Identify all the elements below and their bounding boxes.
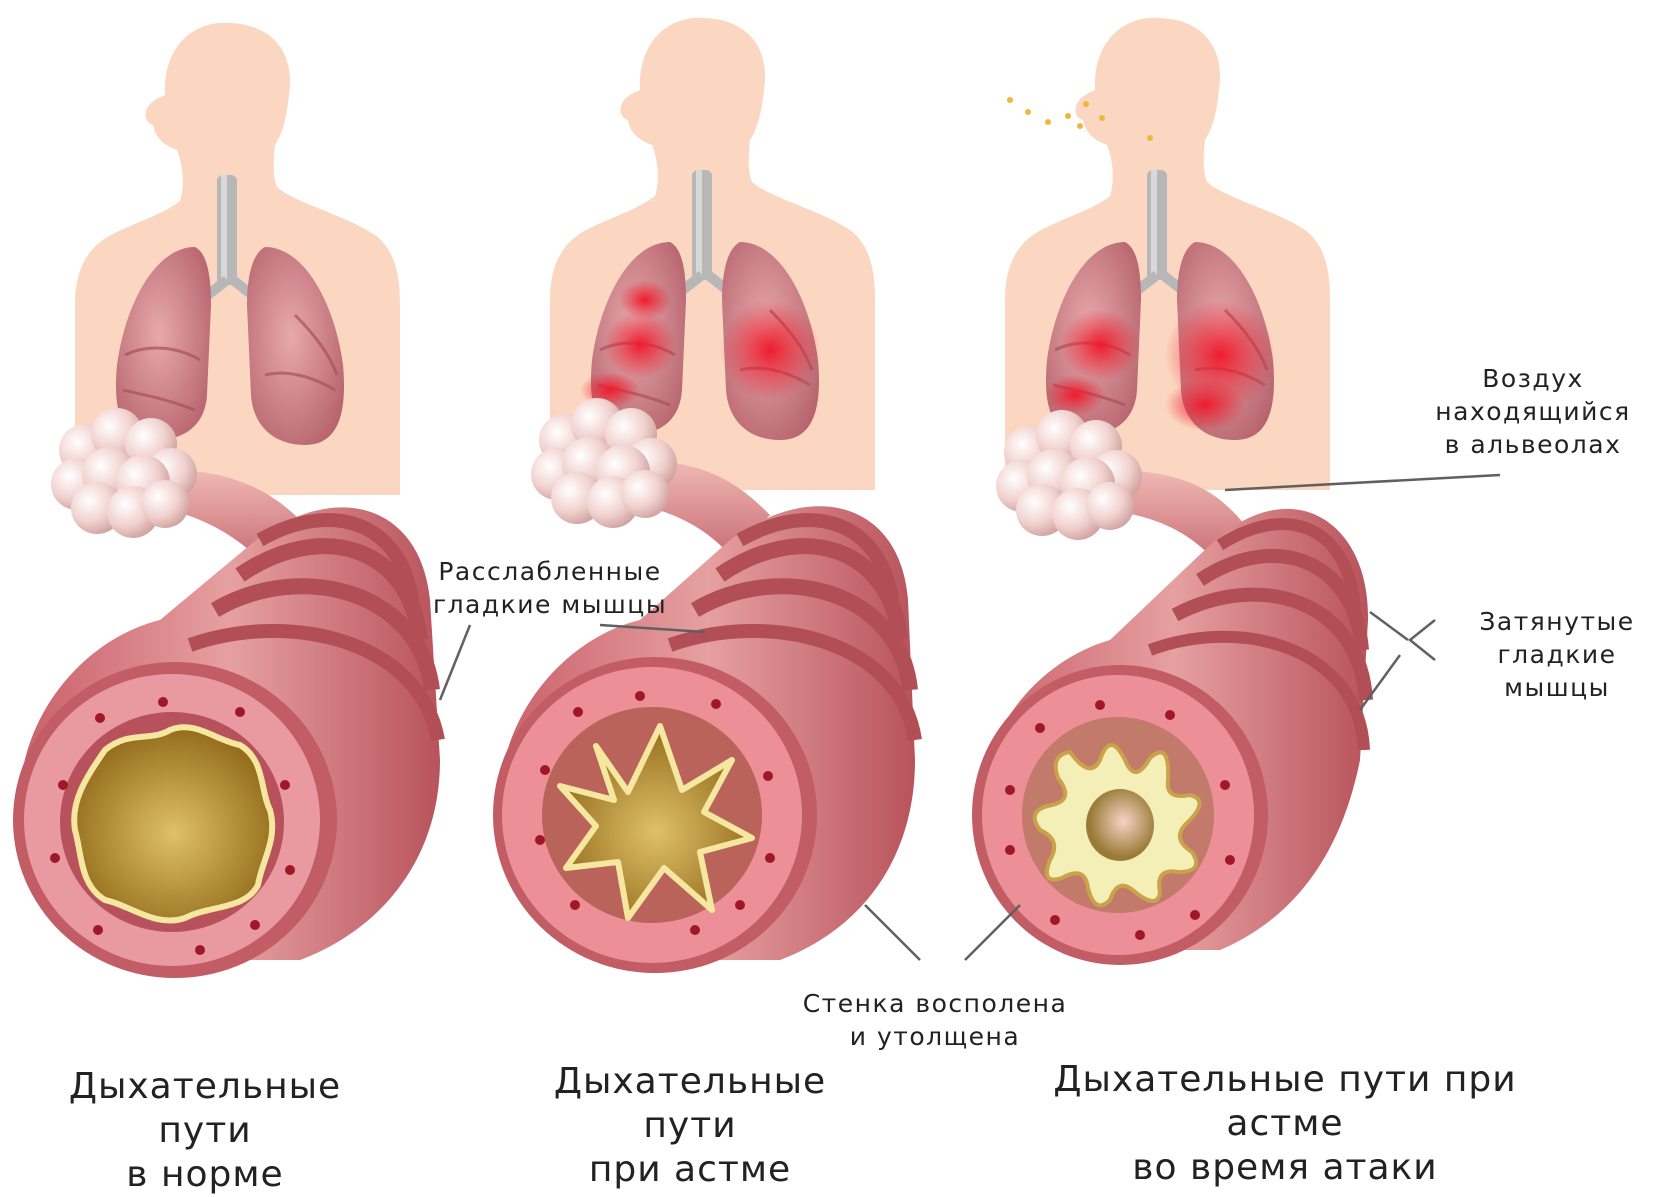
caption-attack: Дыхательные пути при астме во время атак… — [1005, 1058, 1565, 1190]
label-tight-muscles: Затянутые гладкие мышцы — [1462, 605, 1652, 704]
illustration — [0, 0, 1664, 1159]
airway-attack — [972, 410, 1368, 965]
label-inflamed-wall: Стенка восполена и утолщена — [785, 987, 1085, 1053]
label-alveoli-air: Воздух находящийся в альвеолах — [1418, 362, 1648, 461]
caption-normal: Дыхательные пути в норме — [20, 1065, 390, 1197]
asthma-airway-diagram: Расслабленные гладкие мышцы Затянутые гл… — [0, 0, 1664, 1159]
label-relaxed-muscles: Расслабленные гладкие мышцы — [430, 555, 670, 621]
caption-asthma: Дыхательные пути при астме — [505, 1060, 875, 1192]
